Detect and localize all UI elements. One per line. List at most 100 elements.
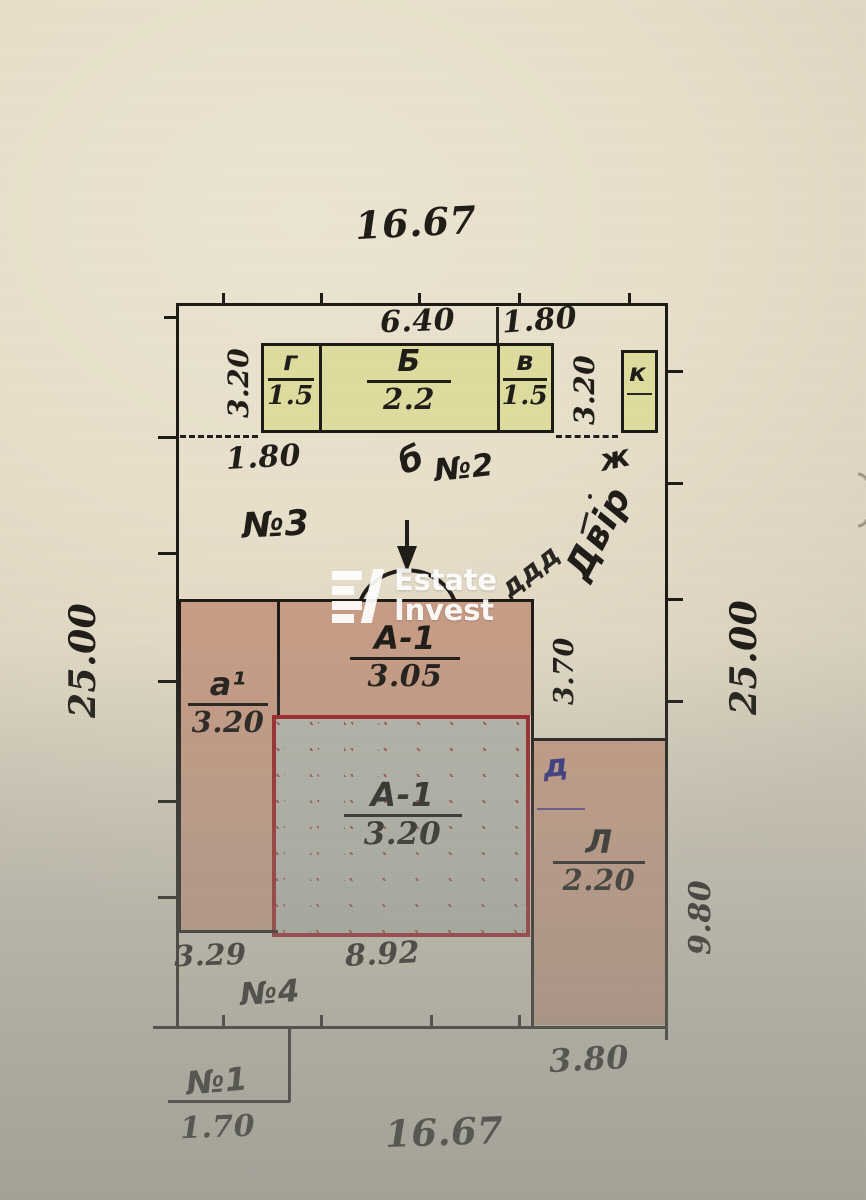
shed-b-name: Б	[397, 344, 421, 379]
shed-k-inner-line	[627, 393, 652, 395]
wing-L-top	[531, 738, 667, 741]
dim-annex-bottom-offset: 1.80	[225, 438, 302, 477]
ruler-tick-left	[158, 680, 177, 683]
label-zh: ж	[596, 438, 634, 479]
dim-yard-depth: 3.70	[549, 637, 580, 705]
house-305-label: А-1 3.05	[330, 622, 480, 692]
parcel-edge-left	[176, 303, 179, 1028]
plot-2-label: №2	[432, 446, 496, 490]
annex-a1-left	[178, 599, 181, 933]
ruler-tick-top	[418, 293, 421, 306]
fraction-rule	[188, 702, 268, 706]
house-320-value: 3.20	[363, 815, 442, 852]
house-305-name: А-1	[374, 619, 436, 657]
ruler-tick-bottom	[430, 1015, 433, 1028]
wing-L-label: Л 2.20	[545, 826, 653, 895]
house-320-fill	[272, 715, 530, 937]
shed-k-name: к	[629, 358, 647, 387]
annex-a1-top	[178, 599, 280, 602]
shed-divider-2	[497, 343, 500, 433]
ruler-tick-left	[158, 800, 177, 803]
ruler-tick-right	[666, 700, 683, 703]
dvir-leader-dot	[575, 545, 579, 550]
shed-v-name: в	[516, 346, 534, 377]
plot-4-label: №4	[238, 972, 302, 1014]
plot-1-bracket-vertical	[288, 1026, 291, 1102]
label-dvir: Двір	[556, 479, 640, 587]
shed-strip-bottom	[261, 430, 554, 433]
shed-v-value: 1.5	[501, 380, 549, 411]
parcel-edge-bottom	[153, 1026, 668, 1029]
annex-divider-tick	[496, 307, 499, 343]
ruler-tick-top	[320, 293, 323, 306]
ruler-tick-top	[222, 293, 225, 306]
ruler-tick-right	[666, 482, 683, 485]
house-305-value: 3.05	[367, 658, 443, 694]
dim-annex-left-height: 3.20	[222, 347, 255, 418]
annex-boundary-dashed	[180, 435, 258, 438]
shed-strip-fill	[262, 345, 552, 430]
house-320-name: А-1	[370, 775, 435, 814]
ruler-tick-bottom	[222, 1015, 225, 1028]
shed-b-value: 2.2	[383, 381, 435, 416]
parcel-edge-top	[176, 303, 668, 306]
parcel-edge-right	[665, 303, 668, 1040]
fraction-rule	[343, 813, 462, 817]
ruler-tick-left	[158, 552, 177, 555]
fraction-rule	[267, 377, 314, 381]
ruler-tick-left	[164, 316, 177, 319]
shed-v-label: в 1.5	[500, 348, 550, 409]
fraction-rule	[553, 860, 645, 864]
dim-right-side: 25.00	[723, 599, 765, 715]
ruler-tick-top	[628, 293, 631, 306]
plot-1-label: №1	[184, 1059, 250, 1103]
shed-strip-right	[551, 343, 554, 433]
ruler-tick-left	[158, 896, 177, 899]
annex-boundary-dashed	[556, 435, 618, 438]
wing-L-name: Л	[585, 823, 613, 861]
shed-k-right	[655, 350, 658, 433]
dim-bottom-overall: 16.67	[384, 1107, 505, 1157]
shed-k-top	[621, 350, 658, 353]
shed-g-name: г	[283, 346, 298, 377]
plot-3-label: №3	[240, 503, 311, 547]
shed-b-label: Б 2.2	[325, 344, 493, 416]
shed-strip-left	[261, 343, 264, 433]
ruler-tick-bottom	[320, 1015, 323, 1028]
wing-L-fill	[533, 740, 665, 1025]
dim-house-left-width: 3.29	[173, 936, 248, 974]
ruler-tick-bottom	[518, 1015, 521, 1028]
shed-k-fill	[623, 352, 656, 430]
house-305-top	[278, 599, 534, 602]
house-bottom-extension	[178, 930, 278, 933]
entrance-arrow-icon	[397, 520, 417, 572]
dim-right-wing-width: 3.80	[548, 1037, 630, 1081]
annex-a1-value: 3.20	[191, 704, 265, 739]
house-305-right	[531, 599, 534, 717]
shed-k-left	[621, 350, 624, 433]
ruler-tick-top	[518, 293, 521, 306]
porch-scribble: ддд	[494, 538, 567, 605]
dim-annex-right-height: 3.20	[568, 354, 601, 425]
annex-a1-fill	[180, 601, 278, 931]
dim-house-main-width: 8.92	[344, 935, 421, 974]
dvir-leader-dot	[588, 494, 592, 499]
ruler-tick-right	[666, 370, 683, 373]
dim-right-side-lower: 9.80	[683, 879, 718, 955]
annex-a1-name: а¹	[209, 665, 247, 703]
shed-g-label: г 1.5	[263, 348, 318, 409]
shed-divider-1	[319, 343, 322, 433]
annex-a1-label: а¹ 3.20	[180, 668, 276, 737]
shed-g-value: 1.5	[267, 380, 314, 411]
label-d-blue: д	[541, 746, 571, 786]
dim-annex-top-b: 1.80	[500, 300, 579, 341]
shed-k-bottom	[621, 430, 658, 433]
house-320-label: А-1 3.20	[320, 778, 485, 850]
ruler-tick-right	[666, 598, 683, 601]
ruler-tick-left	[158, 436, 177, 439]
fraction-rule	[367, 379, 451, 383]
page-edge-artifact	[857, 472, 866, 528]
dim-annex-top-a: 6.40	[379, 302, 456, 341]
dim-bottom-left-offset: 1.70	[179, 1108, 256, 1147]
